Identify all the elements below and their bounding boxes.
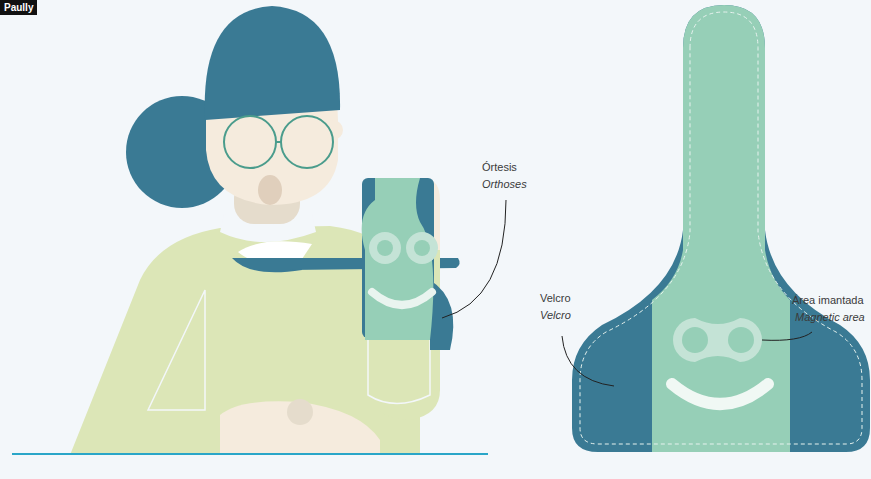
callout-label: Orthoses (482, 178, 527, 191)
callout-label: Órtesis (482, 161, 517, 174)
orthosis-pattern (572, 5, 870, 452)
callout-label: Velcro (540, 309, 571, 322)
person-figure (12, 6, 488, 455)
leader-lines (442, 200, 812, 386)
callout-label: Área imantada (792, 294, 864, 307)
brand-tag: Paully (0, 0, 37, 15)
callout-label: Magnetic area (795, 311, 865, 324)
callout-label: Velcro (540, 292, 571, 305)
